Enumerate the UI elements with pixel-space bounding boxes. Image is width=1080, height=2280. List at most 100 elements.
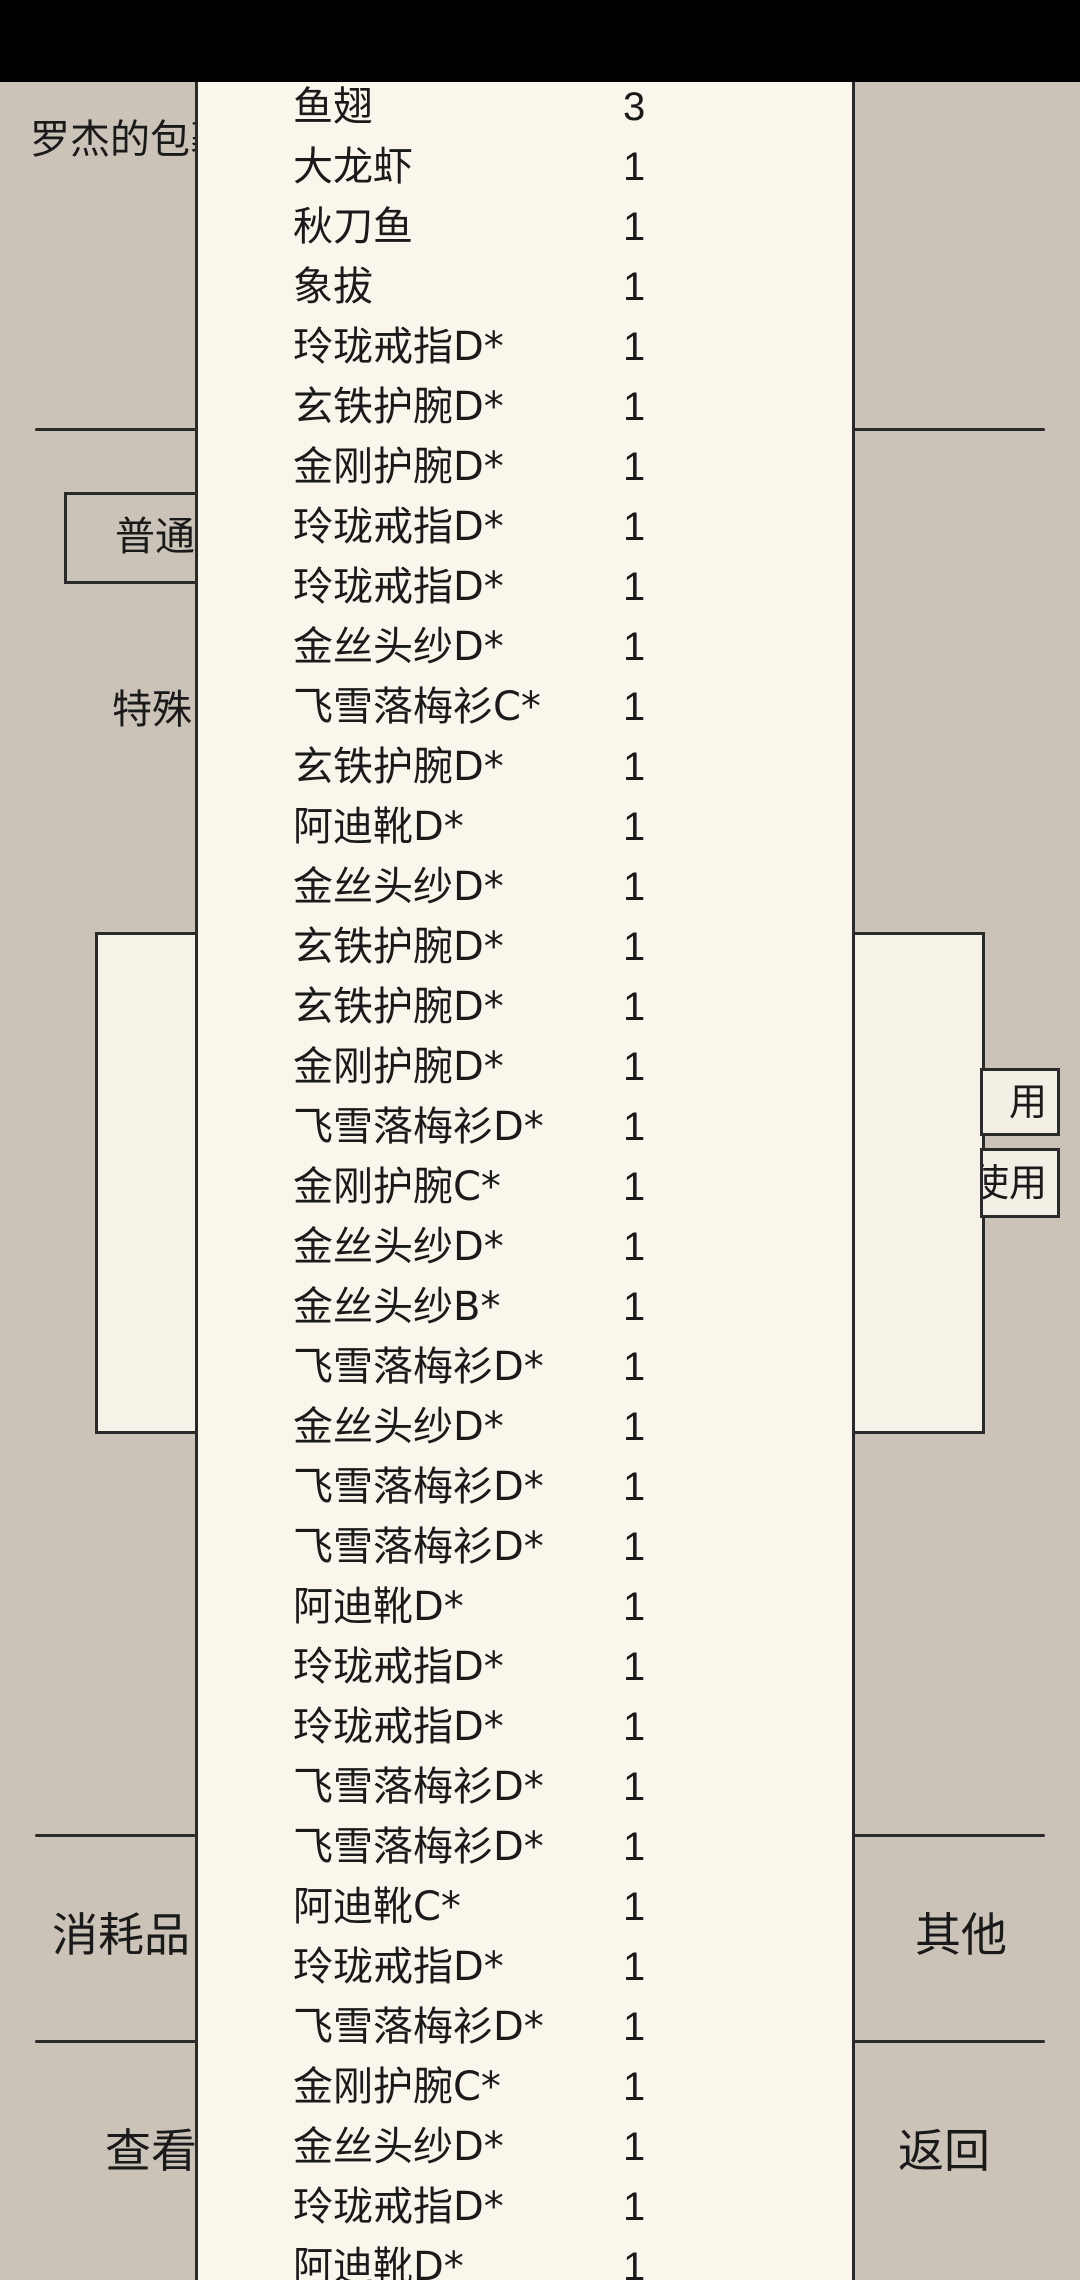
item-name: 玄铁护腕D* [293, 384, 504, 430]
item-count: 1 [623, 1285, 646, 1329]
list-item[interactable]: 玲珑戒指D*1 [198, 317, 852, 377]
item-count: 1 [623, 205, 646, 249]
item-name: 玲珑戒指D* [293, 324, 504, 370]
back-button[interactable]: 返回 [898, 2124, 990, 2178]
item-name: 阿迪靴D* [293, 2244, 464, 2280]
item-count: 1 [623, 1465, 646, 1509]
list-item[interactable]: 金丝头纱D*1 [198, 617, 852, 677]
tab-normal-label: 普通 [115, 514, 195, 560]
list-item[interactable]: 大龙虾 1 [198, 137, 852, 197]
item-count: 1 [623, 265, 646, 309]
item-name: 金刚护腕C* [293, 2064, 501, 2110]
use-button-2[interactable]: 使用 [980, 1148, 1060, 1218]
list-item[interactable]: 玲珑戒指D*1 [198, 1697, 852, 1757]
item-count: 1 [623, 1225, 646, 1269]
item-name: 鱼翅 [293, 84, 373, 130]
view-button[interactable]: 查看 [105, 2124, 197, 2178]
use-button[interactable]: 用 [980, 1068, 1060, 1136]
list-item[interactable]: 金丝头纱D* 1 [198, 1217, 852, 1277]
item-count: 1 [623, 145, 646, 189]
item-count: 3 [623, 85, 646, 129]
item-count: 1 [623, 865, 646, 909]
list-item[interactable]: 阿迪靴C*1 [198, 1877, 852, 1937]
item-name: 秋刀鱼 [293, 204, 413, 250]
item-name: 玲珑戒指D* [293, 1944, 504, 1990]
item-count: 1 [623, 925, 646, 969]
list-item[interactable]: 玲珑戒指D* 1 [198, 557, 852, 617]
item-name: 象拔 [293, 264, 373, 310]
list-item[interactable]: 玲珑戒指D* 1 [198, 1637, 852, 1697]
list-item[interactable]: 飞雪落梅衫D*1 [198, 1337, 852, 1397]
item-count: 1 [623, 2065, 646, 2109]
item-name: 飞雪落梅衫D* [293, 1524, 544, 1570]
item-name: 飞雪落梅衫D* [293, 1824, 544, 1870]
item-name: 玄铁护腕D* [293, 924, 504, 970]
item-name: 飞雪落梅衫C* [293, 684, 541, 730]
item-name: 阿迪靴D* [293, 1584, 464, 1630]
item-count: 1 [623, 1165, 646, 1209]
item-name: 大龙虾 [293, 144, 413, 190]
tab-consumables[interactable]: 消耗品 [52, 1908, 190, 1962]
list-item[interactable]: 玲珑戒指D*1 [198, 497, 852, 557]
item-count: 1 [623, 1645, 646, 1689]
list-item[interactable]: 阿迪靴D*1 [198, 797, 852, 857]
item-name: 金丝头纱D* [293, 864, 504, 910]
item-count: 1 [623, 565, 646, 609]
item-name: 玲珑戒指D* [293, 1704, 504, 1750]
tab-other[interactable]: 其他 [915, 1908, 1007, 1962]
item-name: 金刚护腕D* [293, 444, 504, 490]
item-name: 飞雪落梅衫D* [293, 1764, 544, 1810]
list-item[interactable]: 金丝头纱B* 1 [198, 1277, 852, 1337]
list-item[interactable]: 金刚护腕D* 1 [198, 1037, 852, 1097]
tab-special[interactable]: 特殊 [112, 687, 192, 733]
item-count: 1 [623, 625, 646, 669]
list-item[interactable]: 鱼翅 3 [198, 82, 852, 137]
item-count: 1 [623, 445, 646, 489]
list-item[interactable]: 飞雪落梅衫D*1 [198, 1997, 852, 2057]
list-item[interactable]: 飞雪落梅衫D* 1 [198, 1517, 852, 1577]
list-item[interactable]: 金丝头纱D*1 [198, 1397, 852, 1457]
list-item[interactable]: 阿迪靴D* 1 [198, 2237, 852, 2280]
item-count: 1 [623, 1585, 646, 1629]
list-item[interactable]: 飞雪落梅衫C*1 [198, 677, 852, 737]
list-item[interactable]: 玄铁护腕D*1 [198, 737, 852, 797]
list-item[interactable]: 飞雪落梅衫D*1 [198, 1457, 852, 1517]
list-item[interactable]: 金刚护腕C* 1 [198, 2057, 852, 2117]
item-count: 1 [623, 2245, 646, 2280]
list-item[interactable]: 玄铁护腕D* 1 [198, 917, 852, 977]
item-count: 1 [623, 385, 646, 429]
list-item[interactable]: 飞雪落梅衫D* 1 [198, 1097, 852, 1157]
item-name: 玲珑戒指D* [293, 564, 504, 610]
list-item[interactable]: 金刚护腕C*1 [198, 1157, 852, 1217]
item-count: 1 [623, 985, 646, 1029]
list-item[interactable]: 玲珑戒指D*1 [198, 1937, 852, 1997]
item-name: 飞雪落梅衫D* [293, 1104, 544, 1150]
list-item[interactable]: 金刚护腕D* 1 [198, 437, 852, 497]
item-count: 1 [623, 1045, 646, 1089]
item-count: 1 [623, 1405, 646, 1449]
list-item[interactable]: 金丝头纱D*1 [198, 2117, 852, 2177]
item-count: 1 [623, 1345, 646, 1389]
list-item[interactable]: 金丝头纱D* 1 [198, 857, 852, 917]
item-count: 1 [623, 1825, 646, 1869]
item-name: 金丝头纱B* [293, 1284, 501, 1330]
list-item[interactable]: 飞雪落梅衫D* 1 [198, 1757, 852, 1817]
list-item[interactable]: 玲珑戒指D* 1 [198, 2177, 852, 2237]
item-count: 1 [623, 1525, 646, 1569]
list-item[interactable]: 飞雪落梅衫D* 1 [198, 1817, 852, 1877]
item-name: 金丝头纱D* [293, 1224, 504, 1270]
list-item[interactable]: 阿迪靴D* 1 [198, 1577, 852, 1637]
item-name: 玲珑戒指D* [293, 1644, 504, 1690]
list-item[interactable]: 玄铁护腕D* 1 [198, 377, 852, 437]
item-count: 1 [623, 1765, 646, 1809]
item-count: 1 [623, 1105, 646, 1149]
item-name: 玲珑戒指D* [293, 504, 504, 550]
list-item[interactable]: 玄铁护腕D*1 [198, 977, 852, 1037]
list-item[interactable]: 秋刀鱼 1 [198, 197, 852, 257]
item-name: 玲珑戒指D* [293, 2184, 504, 2230]
item-name: 金丝头纱D* [293, 2124, 504, 2170]
item-count: 1 [623, 2185, 646, 2229]
item-name: 金刚护腕D* [293, 1044, 504, 1090]
list-item[interactable]: 象拔 1 [198, 257, 852, 317]
